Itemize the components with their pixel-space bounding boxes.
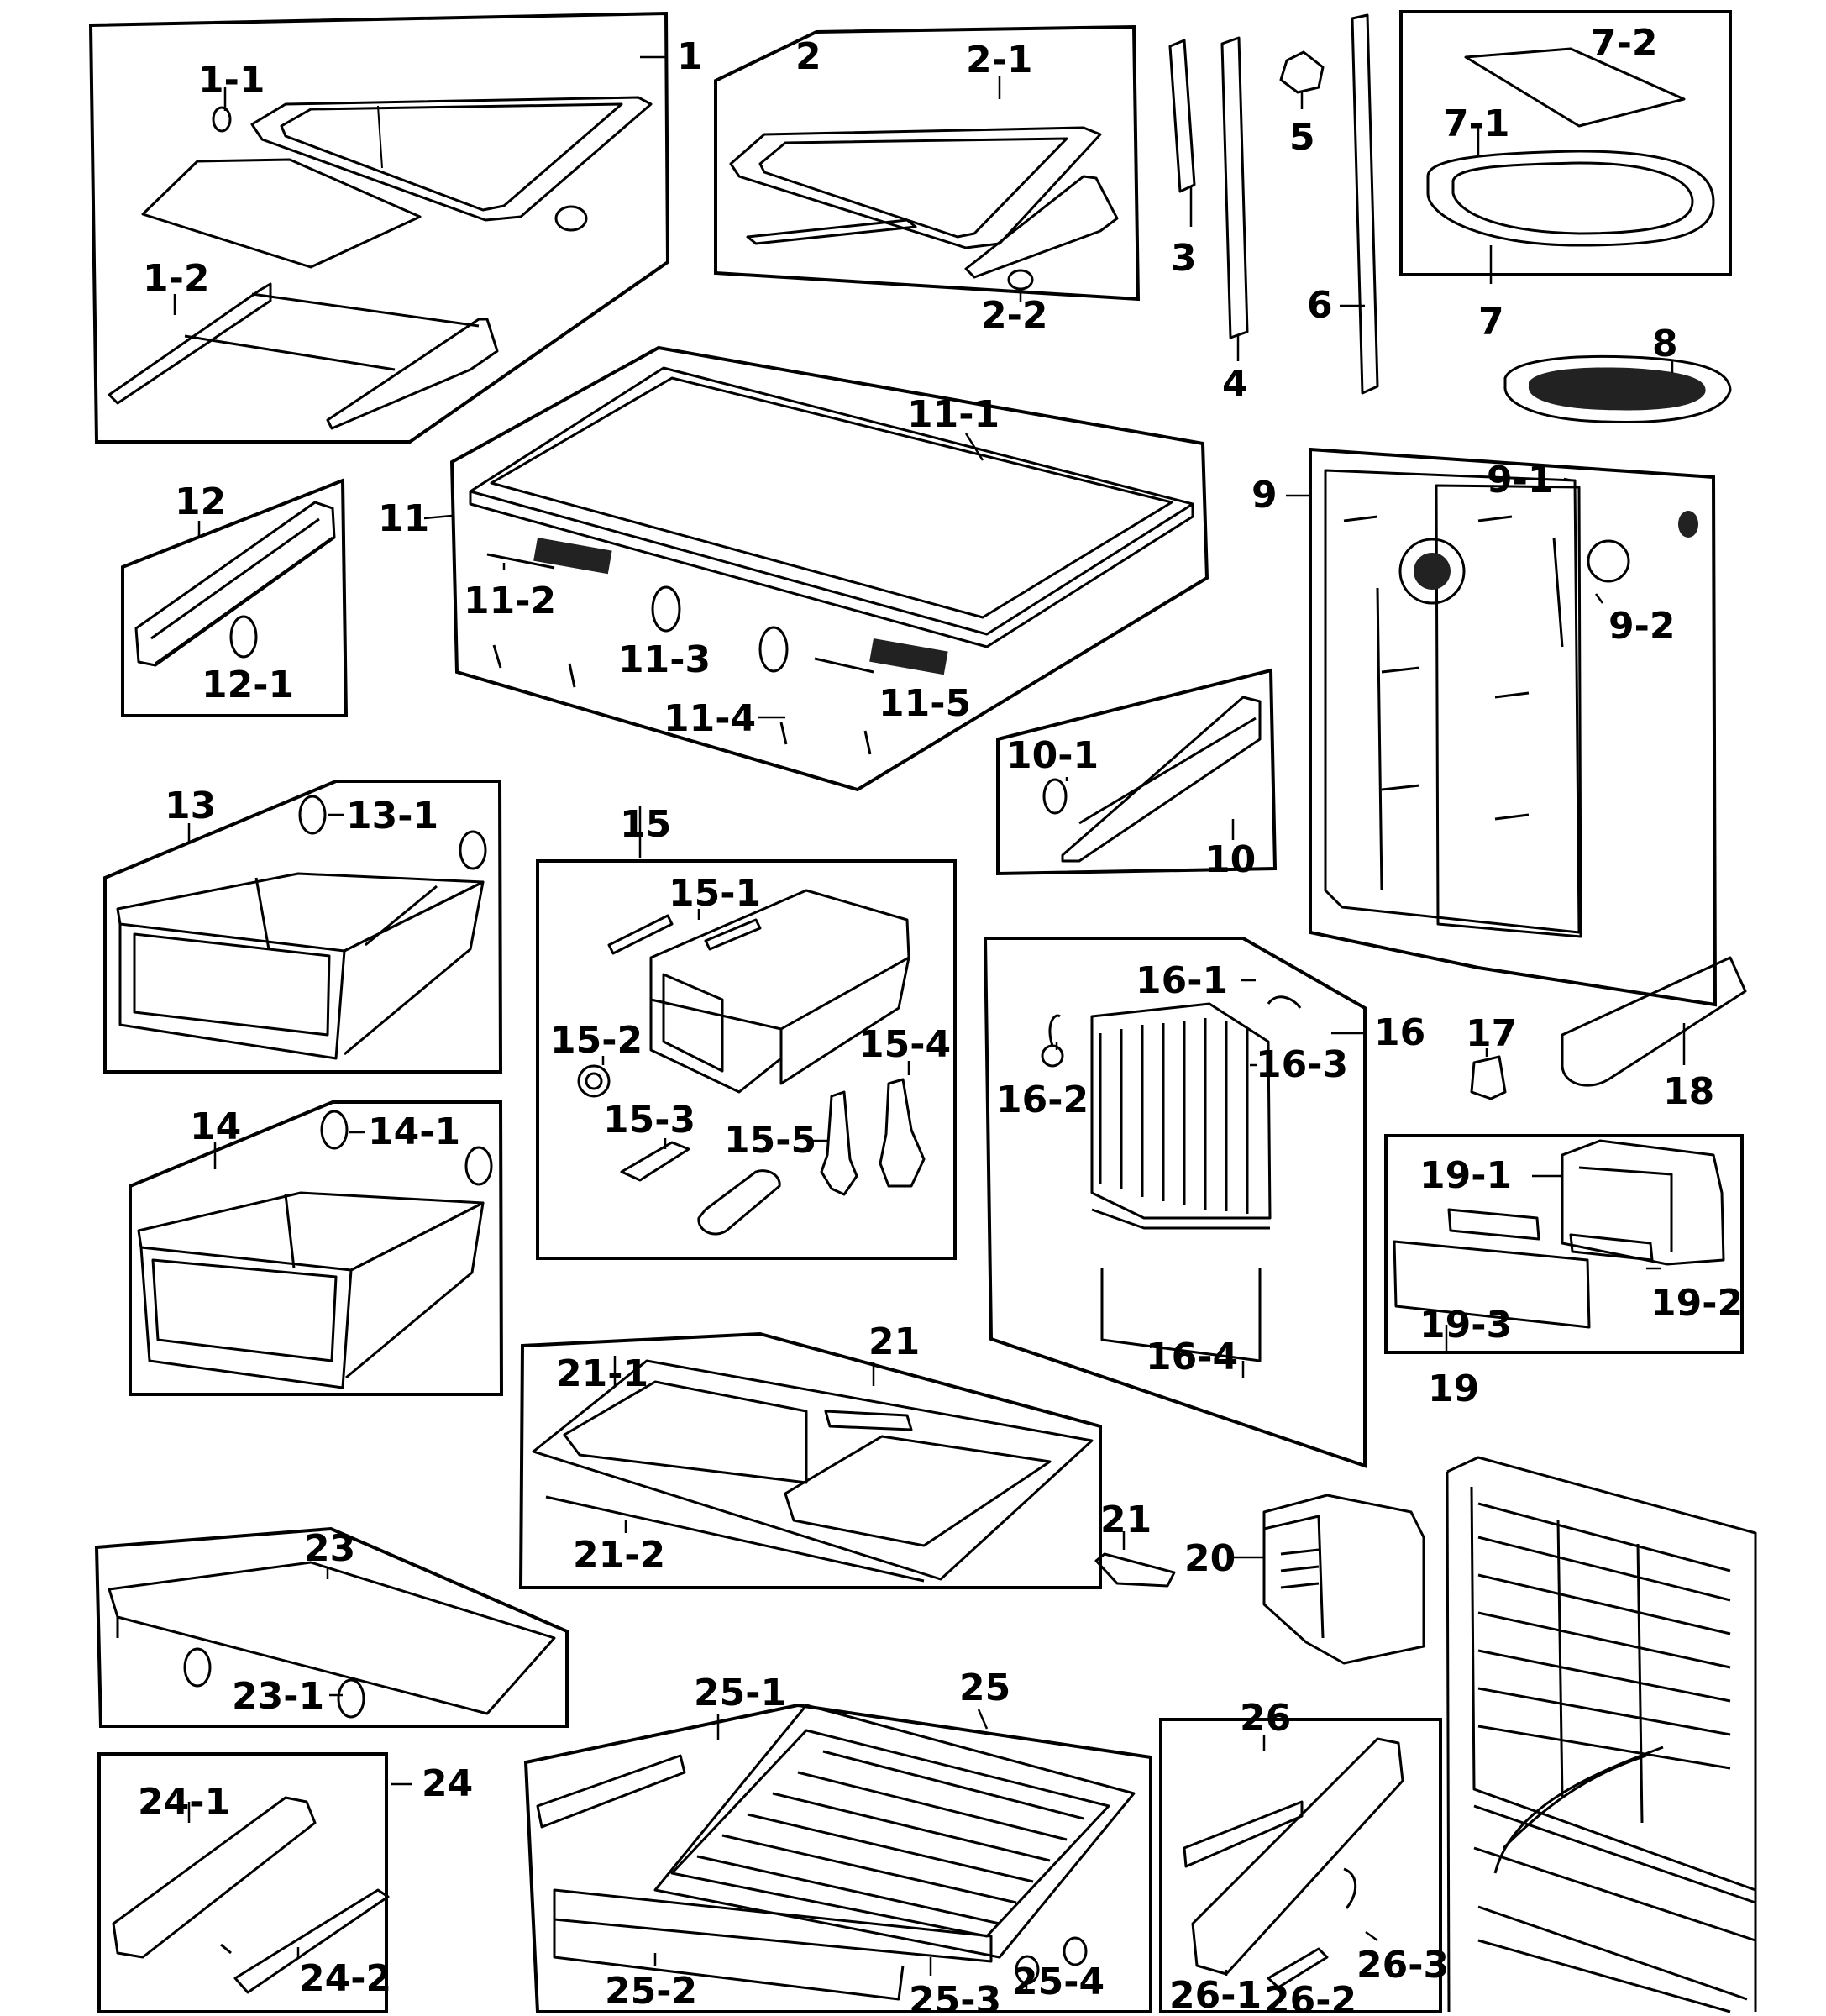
- callout-7-2: 7-2: [1591, 22, 1658, 65]
- callout-15-3: 15-3: [603, 1099, 695, 1142]
- part-group-24: 24 24-1 24-2: [97, 1752, 473, 2013]
- part-20: 20: [1184, 1494, 1425, 1665]
- part-group-23: 23 23-1: [94, 1526, 569, 1728]
- callout-8: 8: [1652, 323, 1678, 365]
- callout-16-4: 16-4: [1146, 1336, 1238, 1378]
- callout-20: 20: [1184, 1537, 1236, 1580]
- part-group-1: 1 1-1 1-2: [88, 11, 703, 444]
- refrigerator-cabinet: [1446, 1456, 1757, 2013]
- callout-25-3: 25-3: [909, 1979, 1001, 2016]
- part-8: 8: [1503, 323, 1732, 423]
- callout-9-1: 9-1: [1487, 459, 1554, 501]
- callout-19-1: 19-1: [1419, 1154, 1512, 1197]
- callout-11-2: 11-2: [464, 580, 556, 622]
- callout-11: 11: [378, 497, 429, 540]
- part-group-2: 2 2-1 2-2: [714, 24, 1141, 337]
- callout-24-1: 24-1: [138, 1781, 230, 1824]
- part-group-10: 10-1 10: [996, 668, 1278, 881]
- part-group-12: 12 12-1: [121, 478, 349, 717]
- callout-26: 26: [1240, 1697, 1291, 1740]
- part-group-15: 15 15-1 15-2 15-3 15-4 15-5: [536, 803, 957, 1260]
- callout-11-4: 11-4: [664, 697, 756, 740]
- part-group-13: 13 13-1: [103, 780, 503, 1074]
- callout-23: 23: [304, 1527, 355, 1570]
- part-group-25: 25-1 25 25-2 25-3 25-4: [523, 1667, 1152, 2016]
- callout-23-1: 23-1: [232, 1675, 324, 1718]
- callout-1-2: 1-2: [143, 257, 210, 300]
- callout-7-1: 7-1: [1443, 102, 1510, 145]
- callout-12-1: 12-1: [202, 664, 294, 706]
- callout-24-2: 24-2: [299, 1957, 391, 2000]
- callout-7: 7: [1478, 301, 1504, 344]
- callout-24: 24: [422, 1762, 473, 1805]
- callout-25-2: 25-2: [605, 1970, 697, 2013]
- callout-2-2: 2-2: [981, 294, 1048, 337]
- callout-16: 16: [1374, 1011, 1425, 1054]
- callout-10: 10: [1204, 838, 1256, 881]
- callout-25-4: 25-4: [1012, 1961, 1105, 2003]
- callout-9-2: 9-2: [1608, 605, 1676, 648]
- callout-13-1: 13-1: [346, 795, 438, 837]
- part-group-26: 26 26-3 26-1 26-2: [1159, 1697, 1449, 2016]
- callout-6: 6: [1307, 284, 1333, 327]
- part-group-19: 19-1 19-2 19-3 19: [1384, 1134, 1744, 1410]
- callout-18: 18: [1663, 1070, 1714, 1113]
- callout-15-2: 15-2: [550, 1019, 643, 1062]
- callout-26-3: 26-3: [1356, 1944, 1449, 1987]
- callout-14-1: 14-1: [368, 1110, 460, 1153]
- callout-2-1: 2-1: [966, 39, 1033, 81]
- callout-16-3: 16-3: [1256, 1043, 1348, 1086]
- callout-5: 5: [1289, 116, 1315, 159]
- callout-16-2: 16-2: [996, 1079, 1089, 1121]
- callout-15-5: 15-5: [724, 1119, 816, 1162]
- callout-15: 15: [620, 803, 671, 846]
- callout-16-1: 16-1: [1136, 959, 1228, 1002]
- callout-14: 14: [190, 1105, 241, 1148]
- callout-19-3: 19-3: [1419, 1304, 1512, 1347]
- part-group-7: 7-2 7-1 7: [1399, 10, 1732, 344]
- callout-11-3: 11-3: [618, 638, 711, 681]
- part-group-9: 9 9-1 9-2: [1251, 447, 1718, 1007]
- part-group-11: 11-1 11 11-2 11-3 11-4 11-5: [378, 345, 1209, 792]
- callout-19: 19: [1428, 1368, 1479, 1410]
- callout-21-2: 21-2: [573, 1534, 665, 1577]
- callout-21: 21: [868, 1320, 920, 1363]
- part-group-3-6: 3 4 5 6: [1168, 13, 1379, 406]
- part-group-21: 21-1 21 21-2 21: [518, 1320, 1176, 1589]
- callout-13: 13: [165, 785, 216, 827]
- callout-21-right: 21: [1100, 1499, 1152, 1541]
- callout-2: 2: [795, 35, 821, 78]
- callout-10-1: 10-1: [1006, 734, 1099, 777]
- callout-12: 12: [175, 480, 226, 523]
- callout-11-5: 11-5: [879, 682, 971, 725]
- callout-26-2: 26-2: [1264, 1979, 1356, 2016]
- callout-15-1: 15-1: [669, 872, 761, 915]
- part-group-16: 16-1 16 16-3 16-2 16-4: [983, 937, 1425, 1468]
- callout-25-1: 25-1: [694, 1672, 786, 1714]
- callout-4: 4: [1222, 363, 1248, 406]
- part-group-14: 14 14-1: [129, 1100, 504, 1396]
- part-17-18: 17 18: [1466, 956, 1747, 1113]
- callout-21-1: 21-1: [556, 1352, 648, 1395]
- callout-11-1: 11-1: [907, 393, 1000, 436]
- callout-15-4: 15-4: [858, 1023, 951, 1066]
- callout-19-2: 19-2: [1650, 1282, 1743, 1325]
- callout-3: 3: [1171, 237, 1197, 280]
- callout-17: 17: [1466, 1012, 1517, 1055]
- callout-1: 1: [677, 35, 703, 78]
- callout-26-1: 26-1: [1169, 1974, 1262, 2016]
- callout-25: 25: [959, 1667, 1010, 1709]
- callout-9: 9: [1251, 474, 1278, 517]
- callout-1-1: 1-1: [198, 59, 265, 102]
